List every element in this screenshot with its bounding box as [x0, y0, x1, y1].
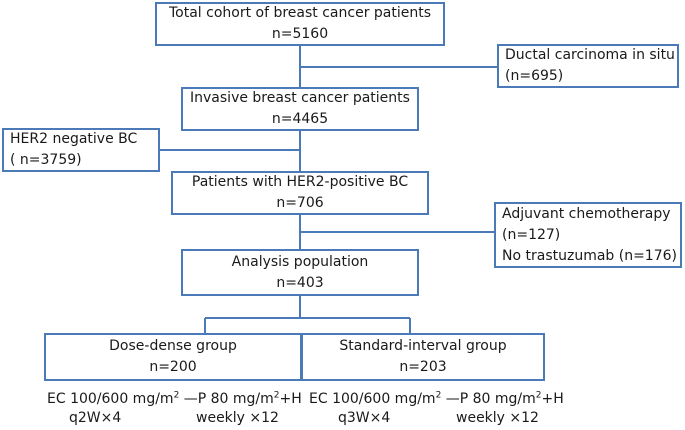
invasive-box: Invasive breast cancer patients n=4465: [181, 87, 419, 131]
total-cohort-box: Total cohort of breast cancer patients n…: [155, 2, 445, 46]
excluded-chemo-label: Adjuvant chemotherapy: [502, 205, 671, 222]
dose-dense-count: n=200: [149, 359, 197, 375]
excluded-chemo-count: (n=127): [502, 226, 561, 243]
standard-interval-count: n=203: [399, 359, 447, 375]
standard-schedule-right: weekly ×12: [456, 410, 539, 426]
her2-negative-count: ( n=3759): [10, 152, 82, 168]
her2-negative-box: HER2 negative BC ( n=3759): [2, 128, 160, 172]
her2-positive-box: Patients with HER2-positive BC n=706: [171, 171, 429, 215]
dcis-label: Ductal carcinoma in situ: [505, 47, 675, 63]
excluded-trastuzumab-label: No trastuzumab (n=176): [502, 247, 677, 264]
her2-negative-label: HER2 negative BC: [10, 131, 138, 147]
total-cohort-label: Total cohort of breast cancer patients: [168, 5, 432, 21]
excluded-box: Adjuvant chemotherapy (n=127) No trastuz…: [494, 202, 682, 268]
dose-dense-label: Dose-dense group: [109, 338, 237, 354]
standard-schedule-left: q3W×4: [338, 410, 391, 426]
total-cohort-count: n=5160: [271, 26, 329, 42]
analysis-population-label: Analysis population: [231, 253, 369, 270]
standard-regimen: EC 100/600 mg/m2 —P 80 mg/m2+H: [309, 390, 564, 407]
dose-dense-schedule-left: q2W×4: [69, 410, 122, 426]
her2-positive-count: n=706: [276, 195, 324, 211]
dose-dense-regimen: EC 100/600 mg/m2 —P 80 mg/m2+H: [47, 390, 302, 407]
analysis-population-box: Analysis population n=403: [181, 249, 419, 296]
invasive-count: n=4465: [271, 111, 329, 127]
her2-positive-label: Patients with HER2-positive BC: [191, 174, 409, 190]
analysis-population-count: n=403: [276, 274, 324, 291]
dose-dense-schedule-right: weekly ×12: [196, 410, 279, 426]
dose-dense-box: Dose-dense group n=200: [44, 333, 302, 381]
dcis-box: Ductal carcinoma in situ (n=695): [497, 44, 679, 88]
dcis-count: (n=695): [505, 68, 564, 84]
standard-interval-label: Standard-interval group: [339, 338, 507, 354]
invasive-label: Invasive breast cancer patients: [190, 90, 410, 106]
standard-interval-box: Standard-interval group n=203: [301, 333, 545, 381]
